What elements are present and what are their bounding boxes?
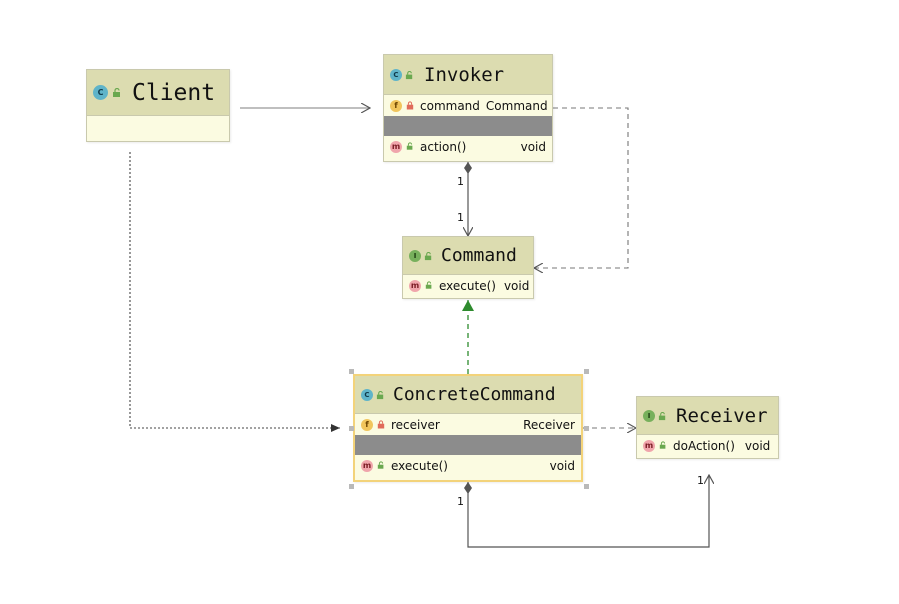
class-receiver[interactable]: I Receiver m doAction() void: [636, 396, 779, 459]
selection-handle[interactable]: [349, 369, 354, 374]
class-type-icon: C: [390, 68, 402, 81]
class-header: I Command: [403, 237, 533, 275]
method-name: doAction(): [673, 438, 735, 453]
public-lock-icon: [658, 406, 667, 425]
concrete-receiver-composition: [468, 475, 709, 548]
field-type: Receiver: [523, 417, 575, 432]
class-name: Command: [441, 245, 517, 266]
selection-handle[interactable]: [584, 426, 589, 431]
public-lock-icon: [406, 140, 414, 154]
field-icon: f: [361, 418, 373, 431]
selection-handle[interactable]: [584, 369, 589, 374]
method-icon: m: [643, 439, 655, 452]
empty-section-bar: [384, 116, 552, 136]
field-row[interactable]: f command Command: [384, 95, 552, 116]
class-header: C Client: [87, 70, 229, 116]
class-concrete-command[interactable]: C ConcreteCommand f receiver Receiver m …: [353, 374, 583, 482]
class-invoker[interactable]: C Invoker f command Command m action() v…: [383, 54, 553, 162]
class-name: Receiver: [676, 404, 768, 427]
method-type: void: [744, 438, 771, 453]
method-name: action(): [420, 139, 467, 154]
public-lock-icon: [659, 439, 667, 453]
public-lock-icon: [425, 279, 433, 293]
class-header: I Receiver: [637, 397, 778, 435]
class-body-empty: [87, 116, 229, 141]
class-command[interactable]: I Command m execute() void: [402, 236, 534, 299]
selection-handle[interactable]: [584, 484, 589, 489]
class-type-icon: C: [93, 85, 108, 100]
method-type: void: [520, 139, 546, 154]
empty-section-bar: [355, 435, 581, 455]
public-lock-icon: [377, 459, 385, 473]
private-lock-icon: [377, 418, 385, 432]
method-row[interactable]: m action() void: [384, 136, 552, 157]
method-row[interactable]: m execute() void: [355, 455, 581, 476]
method-type: void: [549, 458, 575, 473]
client-concrete-dependency: [129, 152, 340, 432]
selection-handle[interactable]: [349, 426, 354, 431]
field-row[interactable]: f receiver Receiver: [355, 414, 581, 435]
class-type-icon: C: [361, 388, 373, 401]
method-name: execute(): [391, 458, 448, 473]
method-row[interactable]: m doAction() void: [637, 435, 778, 456]
field-icon: f: [390, 99, 402, 112]
class-header: C Invoker: [384, 55, 552, 95]
public-lock-icon: [376, 385, 385, 404]
interface-type-icon: I: [409, 249, 421, 262]
multiplicity-label: 1: [697, 474, 704, 487]
method-icon: m: [361, 459, 373, 472]
interface-type-icon: I: [643, 409, 655, 422]
method-type: void: [503, 278, 530, 293]
class-header: C ConcreteCommand: [355, 376, 581, 414]
method-name: execute(): [439, 278, 496, 293]
method-icon: m: [390, 140, 402, 153]
class-name: Client: [132, 79, 216, 106]
private-lock-icon: [406, 99, 414, 113]
public-lock-icon: [112, 83, 122, 102]
field-type: Command: [485, 98, 548, 113]
selection-handle[interactable]: [349, 484, 354, 489]
field-name: command: [420, 98, 480, 113]
public-lock-icon: [405, 65, 414, 84]
class-client[interactable]: C Client: [86, 69, 230, 142]
class-name: Invoker: [424, 63, 505, 86]
field-name: receiver: [391, 417, 440, 432]
method-icon: m: [409, 279, 421, 292]
multiplicity-label: 1: [457, 211, 464, 224]
public-lock-icon: [424, 246, 433, 265]
invoker-field-command-link: [534, 107, 629, 268]
multiplicity-label: 1: [457, 495, 464, 508]
multiplicity-label: 1: [457, 175, 464, 188]
class-name: ConcreteCommand: [393, 384, 556, 405]
method-row[interactable]: m execute() void: [403, 275, 533, 296]
